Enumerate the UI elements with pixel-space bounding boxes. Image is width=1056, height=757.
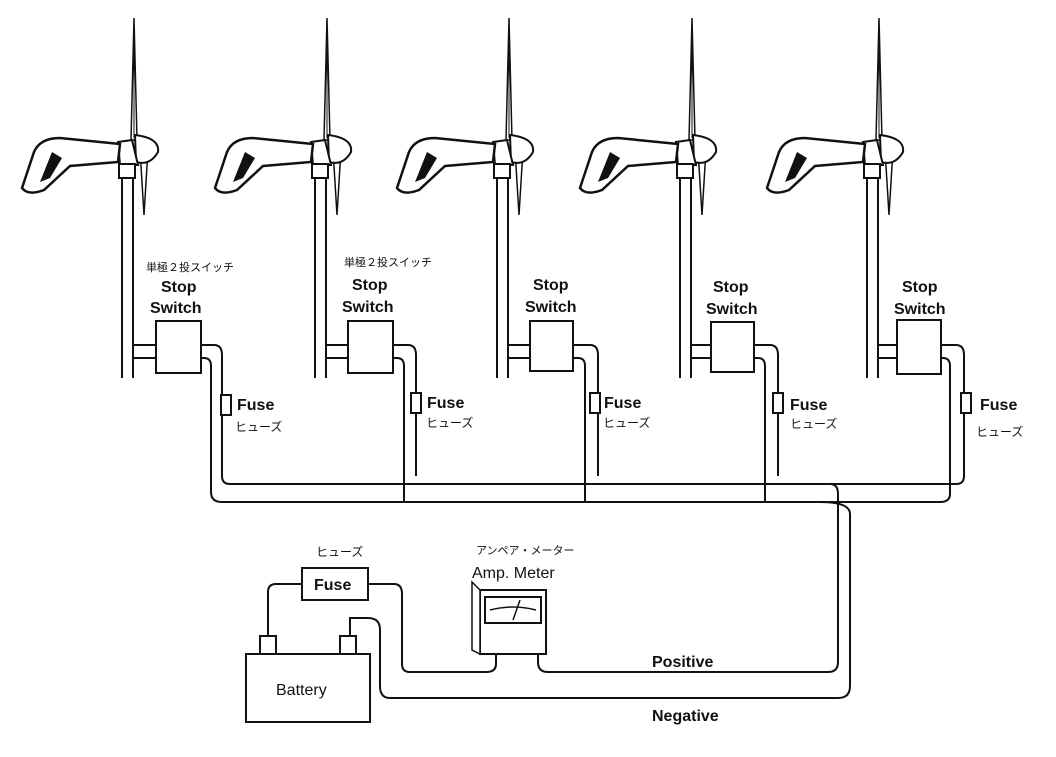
switch-label-line2: Switch [150,300,202,317]
fuse-jp-label: ヒューズ [426,415,473,430]
fuse-jp-label: ヒューズ [976,424,1023,439]
wind-turbine-icon [213,16,353,380]
switch-label-line1: Stop [352,277,388,294]
wind-turbine-icon [765,16,905,380]
fuse-wiring [393,344,422,502]
switch-label-line1: Stop [902,279,938,296]
wind-turbine-icon [395,16,535,380]
switch-label-line2: Switch [894,301,946,318]
switch-jp-label: 単極２投スイッチ [146,260,234,274]
positive-label: Positive [652,654,713,671]
fuse-label: Fuse [790,397,827,414]
switch-label-line1: Stop [533,277,569,294]
fuse-wiring [201,344,830,503]
amp-meter-jp-label: アンペア・メーター [476,544,575,557]
negative-label: Negative [652,708,719,725]
fuse-label: Fuse [980,397,1017,414]
amp-meter-label: Amp. Meter [472,565,555,582]
fuse-jp-label: ヒューズ [235,419,282,434]
negative-wire [349,501,851,699]
fuse-wiring [573,344,601,502]
meter-to-fuse-wire [368,583,497,673]
battery-icon [245,635,371,723]
stop-switch [326,320,394,374]
wind-turbine-icon [578,16,718,380]
switch-label-line1: Stop [713,279,749,296]
switch-label-line1: Stop [161,279,197,296]
fuse-label: Fuse [604,395,641,412]
stop-switch [133,320,202,374]
fuse-label: Fuse [237,397,274,414]
stop-switch [691,321,755,373]
fuse-wiring [820,344,972,503]
fuse-jp-label: ヒューズ [790,416,837,431]
fuse-jp-label: ヒューズ [603,415,650,430]
main-fuse [301,567,369,601]
switch-label-line2: Switch [342,299,394,316]
fuse-to-battery-wire [267,583,302,636]
main-fuse-jp-label: ヒューズ [316,544,363,559]
switch-jp-label: 単極２投スイッチ [344,255,432,269]
main-fuse-label: Fuse [314,577,351,594]
fuse-label: Fuse [427,395,464,412]
amp-meter [471,580,547,656]
switch-label-line2: Switch [525,299,577,316]
wind-turbine-icon [20,16,160,380]
stop-switch [878,319,942,375]
stop-switch [508,320,574,372]
fuse-wiring [754,344,784,502]
battery-label: Battery [276,682,327,699]
positive-wire [537,483,839,673]
switch-label-line2: Switch [706,301,758,318]
